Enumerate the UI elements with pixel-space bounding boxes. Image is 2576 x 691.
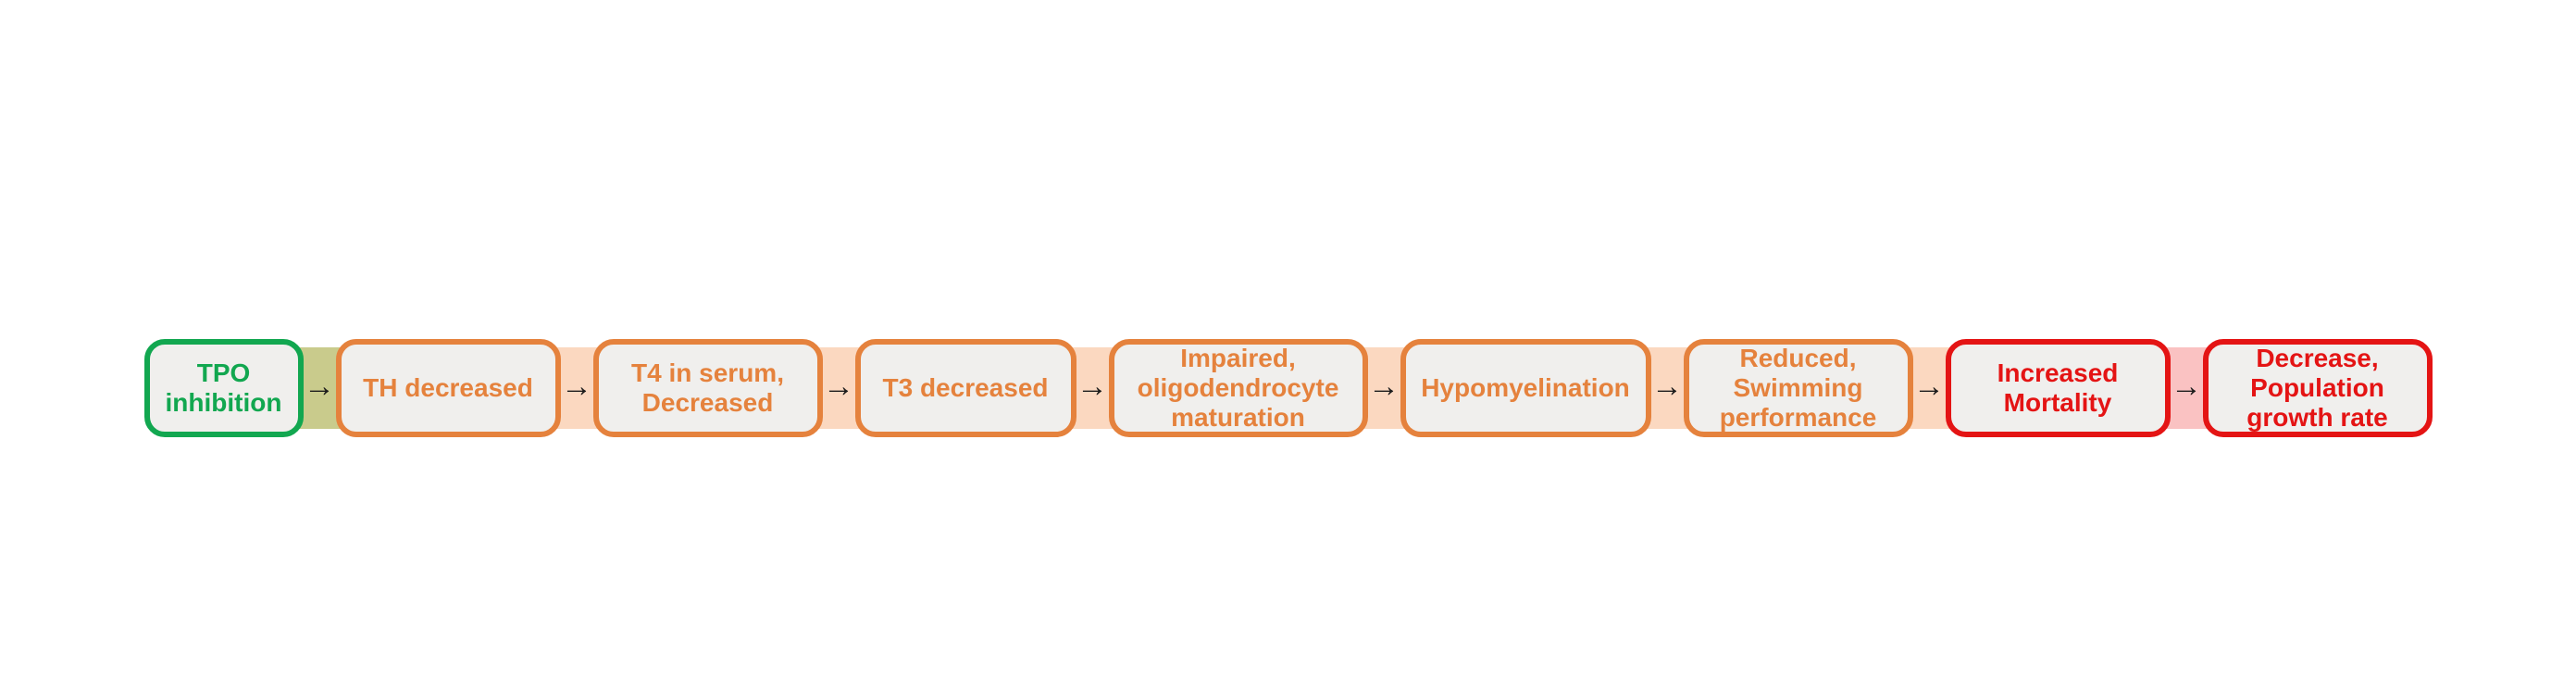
node-label-line: Mortality — [2003, 388, 2112, 417]
node-label-line: TPO — [196, 358, 251, 387]
node-label-line: T4 in serum, — [631, 358, 784, 387]
flow-node: Hypomyelination — [1400, 339, 1651, 437]
node-label-line: Swimming — [1733, 373, 1863, 402]
arrow-right-icon: → — [1076, 369, 1108, 404]
node-label-line: Decreased — [641, 388, 774, 417]
node-label-line: T3 decreased — [882, 373, 1049, 402]
node-label-line: Hypomyelination — [1421, 373, 1630, 402]
arrow-right-icon: → — [1651, 369, 1683, 404]
node-label-line: growth rate — [2246, 403, 2388, 432]
node-label-line: Reduced, — [1739, 344, 1857, 372]
node-label-line: oligodendrocyte — [1137, 373, 1339, 402]
flow-node: T3 decreased — [854, 339, 1076, 437]
node-label-line: TH decreased — [363, 373, 533, 402]
node-label-line: inhibition — [165, 388, 282, 417]
arrow-right-icon: → — [1913, 369, 1945, 404]
node-label-line: Increased — [1997, 358, 2119, 387]
node-label-line: Decrease, — [2256, 344, 2379, 372]
node-label-line: maturation — [1171, 403, 1305, 432]
arrow-right-icon: → — [1368, 369, 1400, 404]
arrow-right-icon: → — [561, 369, 592, 404]
arrow-right-icon: → — [304, 369, 335, 404]
flow-node: TH decreased — [335, 339, 561, 437]
node-label-line: Population — [2250, 373, 2384, 402]
arrow-right-icon: → — [2171, 369, 2202, 404]
node-label-line: Impaired, — [1180, 344, 1296, 372]
flow-node: T4 in serum,Decreased — [592, 339, 823, 437]
node-label-line: performance — [1719, 403, 1877, 432]
arrow-right-icon: → — [823, 369, 854, 404]
